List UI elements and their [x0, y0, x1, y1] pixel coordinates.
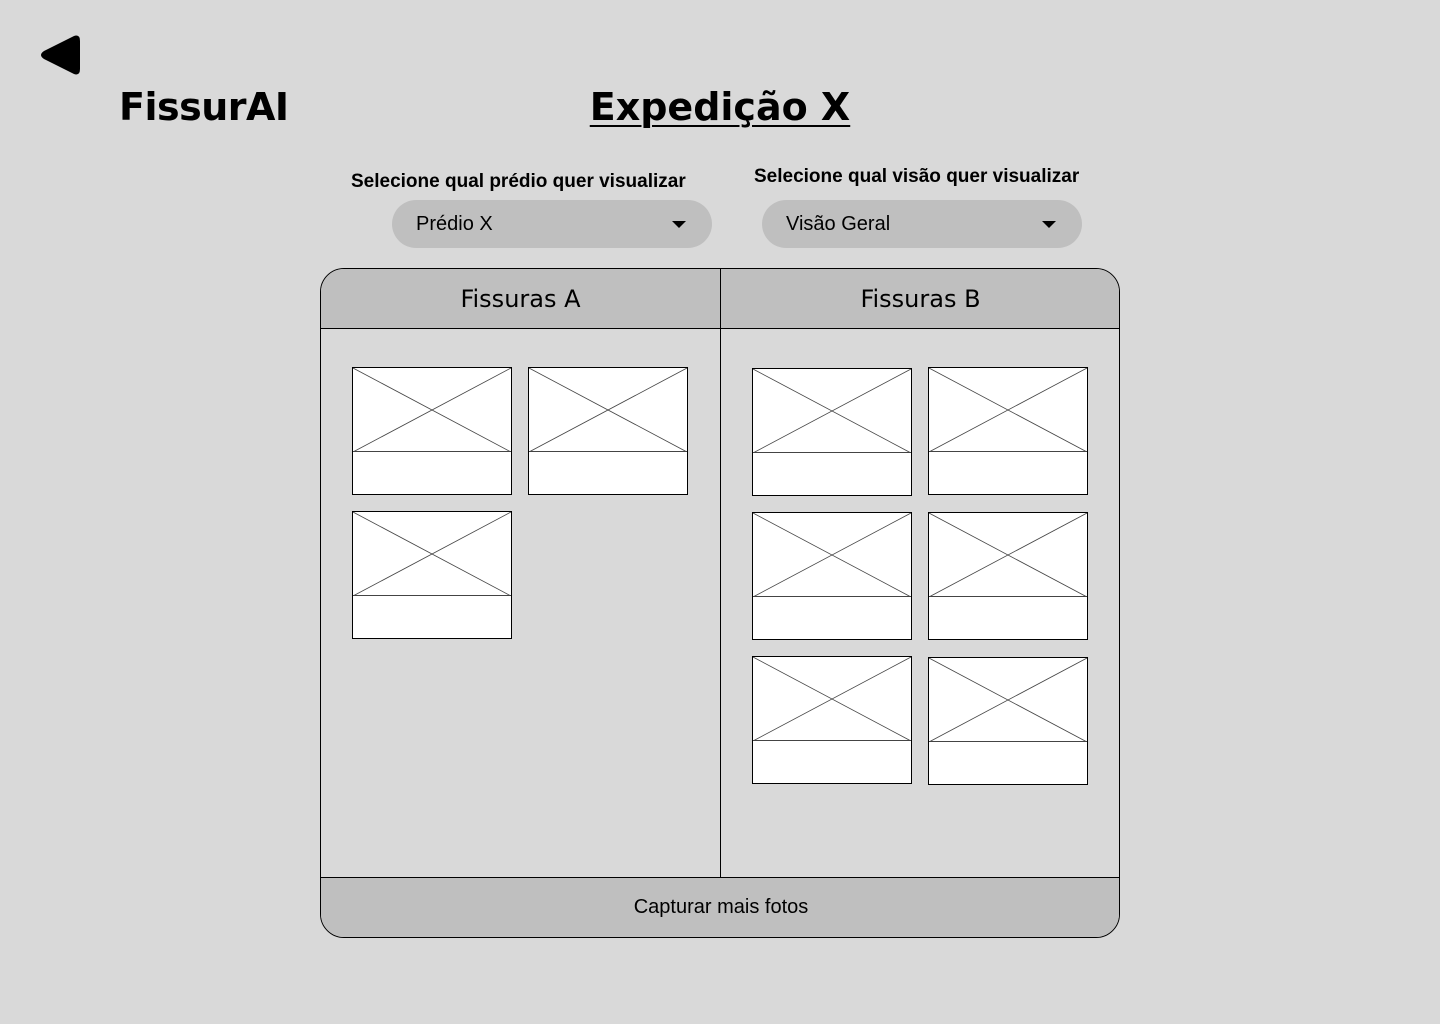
image-placeholder-icon: [929, 513, 1087, 597]
photo-caption-area: [529, 451, 687, 494]
building-select-value: Prédio X: [416, 212, 493, 235]
photo-card[interactable]: [752, 512, 912, 640]
column-divider: [720, 328, 721, 878]
tab-fissuras-a[interactable]: Fissuras A: [321, 269, 721, 329]
image-placeholder-icon: [929, 368, 1087, 452]
photo-card[interactable]: [752, 368, 912, 496]
image-placeholder-icon: [753, 513, 911, 597]
building-select[interactable]: Prédio X: [392, 200, 712, 248]
image-placeholder-icon: [529, 368, 687, 452]
photo-card[interactable]: [928, 367, 1088, 495]
photo-caption-area: [353, 595, 511, 638]
photo-card[interactable]: [352, 367, 512, 495]
view-select[interactable]: Visão Geral: [762, 200, 1082, 248]
back-button[interactable]: [38, 32, 82, 78]
photo-card[interactable]: [352, 511, 512, 639]
back-arrow-icon: [41, 35, 80, 75]
image-placeholder-icon: [929, 658, 1087, 742]
photo-caption-area: [753, 452, 911, 495]
tab-fissuras-b[interactable]: Fissuras B: [721, 269, 1119, 329]
caret-down-icon: [1042, 220, 1056, 228]
photo-caption-area: [753, 596, 911, 639]
app-logo: FissurAI: [119, 85, 289, 129]
page-title: Expedição X: [589, 85, 851, 129]
photo-caption-area: [753, 740, 911, 783]
photo-caption-area: [929, 451, 1087, 494]
photo-card[interactable]: [528, 367, 688, 495]
cracks-panel: Fissuras A Fissuras B Capturar mais foto: [320, 268, 1120, 938]
photo-card[interactable]: [928, 657, 1088, 785]
image-placeholder-icon: [753, 657, 911, 741]
caret-down-icon: [672, 220, 686, 228]
image-placeholder-icon: [753, 369, 911, 453]
building-select-label: Selecione qual prédio quer visualizar: [351, 171, 686, 192]
photo-caption-area: [929, 596, 1087, 639]
capture-more-photos-button[interactable]: Capturar mais fotos: [321, 877, 1119, 937]
photo-card[interactable]: [928, 512, 1088, 640]
view-select-label: Selecione qual visão quer visualizar: [754, 166, 1080, 187]
photo-caption-area: [353, 451, 511, 494]
image-placeholder-icon: [353, 512, 511, 596]
photo-card[interactable]: [752, 656, 912, 784]
view-select-value: Visão Geral: [786, 212, 891, 235]
image-placeholder-icon: [353, 368, 511, 452]
photo-caption-area: [929, 741, 1087, 784]
